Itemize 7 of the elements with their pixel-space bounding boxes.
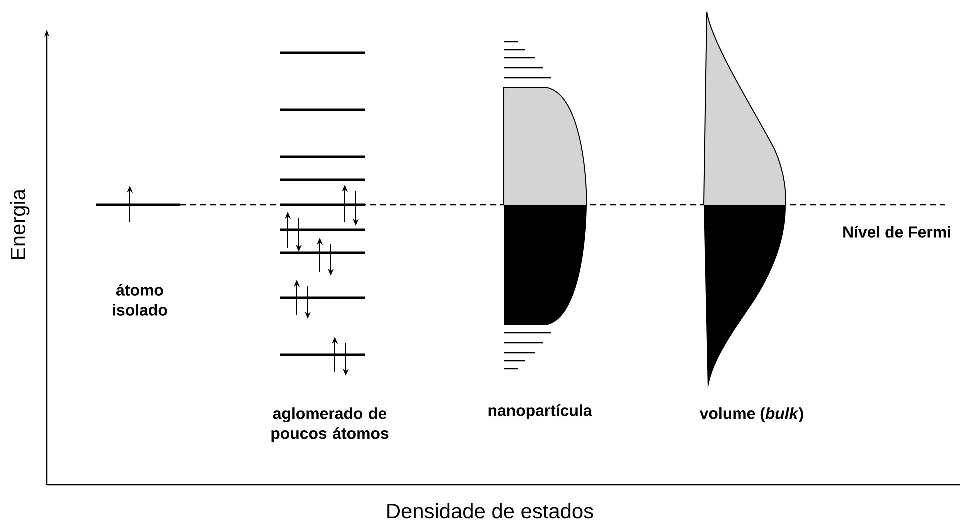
fermi-level-label: Nível de Fermi: [844, 226, 950, 238]
structure-label: átomo isolado: [113, 284, 168, 316]
structure-label: aglomerado de poucos átomos: [272, 408, 389, 442]
structure-label: nanopartícula: [488, 404, 592, 420]
axis-title: Energia: [10, 188, 30, 260]
structure-label: volume (bulk): [700, 408, 804, 422]
axis-title: Densidade de estados: [388, 503, 594, 519]
